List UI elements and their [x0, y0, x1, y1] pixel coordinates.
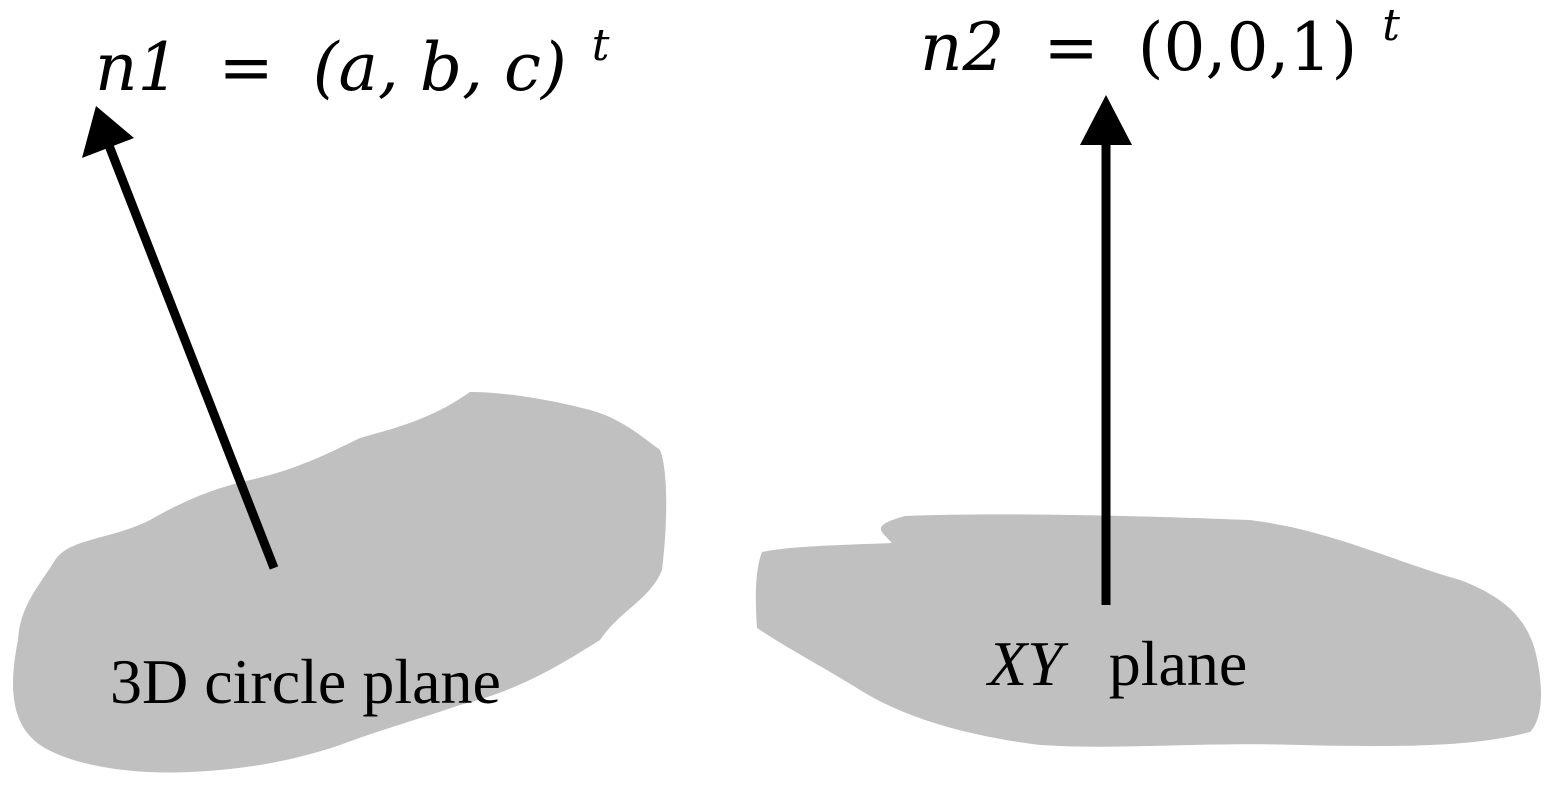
xy-plane-label-axes: XY [985, 628, 1069, 699]
normal-arrow-n1-head [82, 106, 134, 158]
n2-equals: = [1043, 9, 1098, 86]
n1-equals: = [218, 29, 273, 106]
circle-plane-shape [13, 392, 667, 773]
circle-plane-label: 3D circle plane [110, 646, 501, 717]
n2-name: n2 [920, 9, 1005, 86]
n1-components: (a, b, c) [313, 29, 567, 106]
xy-plane-label: XY plane [985, 628, 1247, 699]
n1-transpose: t [592, 20, 610, 71]
n2-equation: n2 = (0,0,1) t [920, 0, 1400, 86]
xy-plane-label-word: plane [1109, 628, 1248, 699]
n2-transpose: t [1382, 0, 1400, 51]
xy-plane-shape [755, 514, 1542, 747]
n1-equation: n1 = (a, b, c) t [95, 20, 610, 106]
left-panel: n1 = (a, b, c) t 3D circle plane [13, 20, 667, 773]
n1-name: n1 [95, 29, 180, 106]
right-panel: n2 = (0,0,1) t XY plane [755, 0, 1542, 747]
n2-components: (0,0,1) [1138, 9, 1357, 86]
normal-arrow-n1-shaft [103, 141, 279, 570]
normal-arrow-n2-head [1080, 95, 1132, 145]
